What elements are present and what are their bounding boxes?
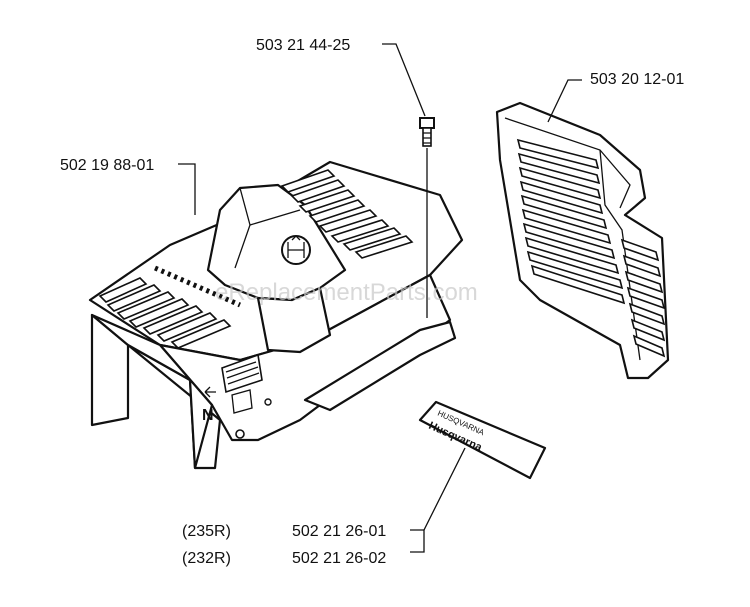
filter-grille [516, 138, 666, 358]
ridge-dots [154, 265, 241, 308]
part-number-air-filter-cover: 503 20 12-01 [590, 71, 684, 88]
part-number-decal-235r: 502 21 26-01 [292, 523, 386, 540]
leader-lines [178, 43, 582, 553]
model-label-232r: (232R) [182, 550, 231, 567]
part-number-screw: 503 21 44-25 [256, 37, 350, 54]
arrow-icon [204, 386, 216, 398]
husqvarna-logo-icon [281, 235, 311, 265]
switch-area [221, 353, 272, 439]
engine-cover: N [88, 160, 464, 470]
part-number-cover: 502 19 88-01 [60, 157, 154, 174]
screw [419, 117, 435, 147]
air-filter-cover [495, 101, 670, 380]
cover-letter-mark: N [202, 407, 214, 424]
watermark: eReplacementParts.com [215, 279, 478, 306]
part-number-decal-232r: 502 21 26-02 [292, 550, 386, 567]
top-vent-slots-right [280, 169, 414, 259]
decal: Husqvarna HUSQVARNA [418, 400, 547, 480]
top-vent-slots-left [98, 277, 232, 349]
model-label-235r: (235R) [182, 523, 231, 540]
